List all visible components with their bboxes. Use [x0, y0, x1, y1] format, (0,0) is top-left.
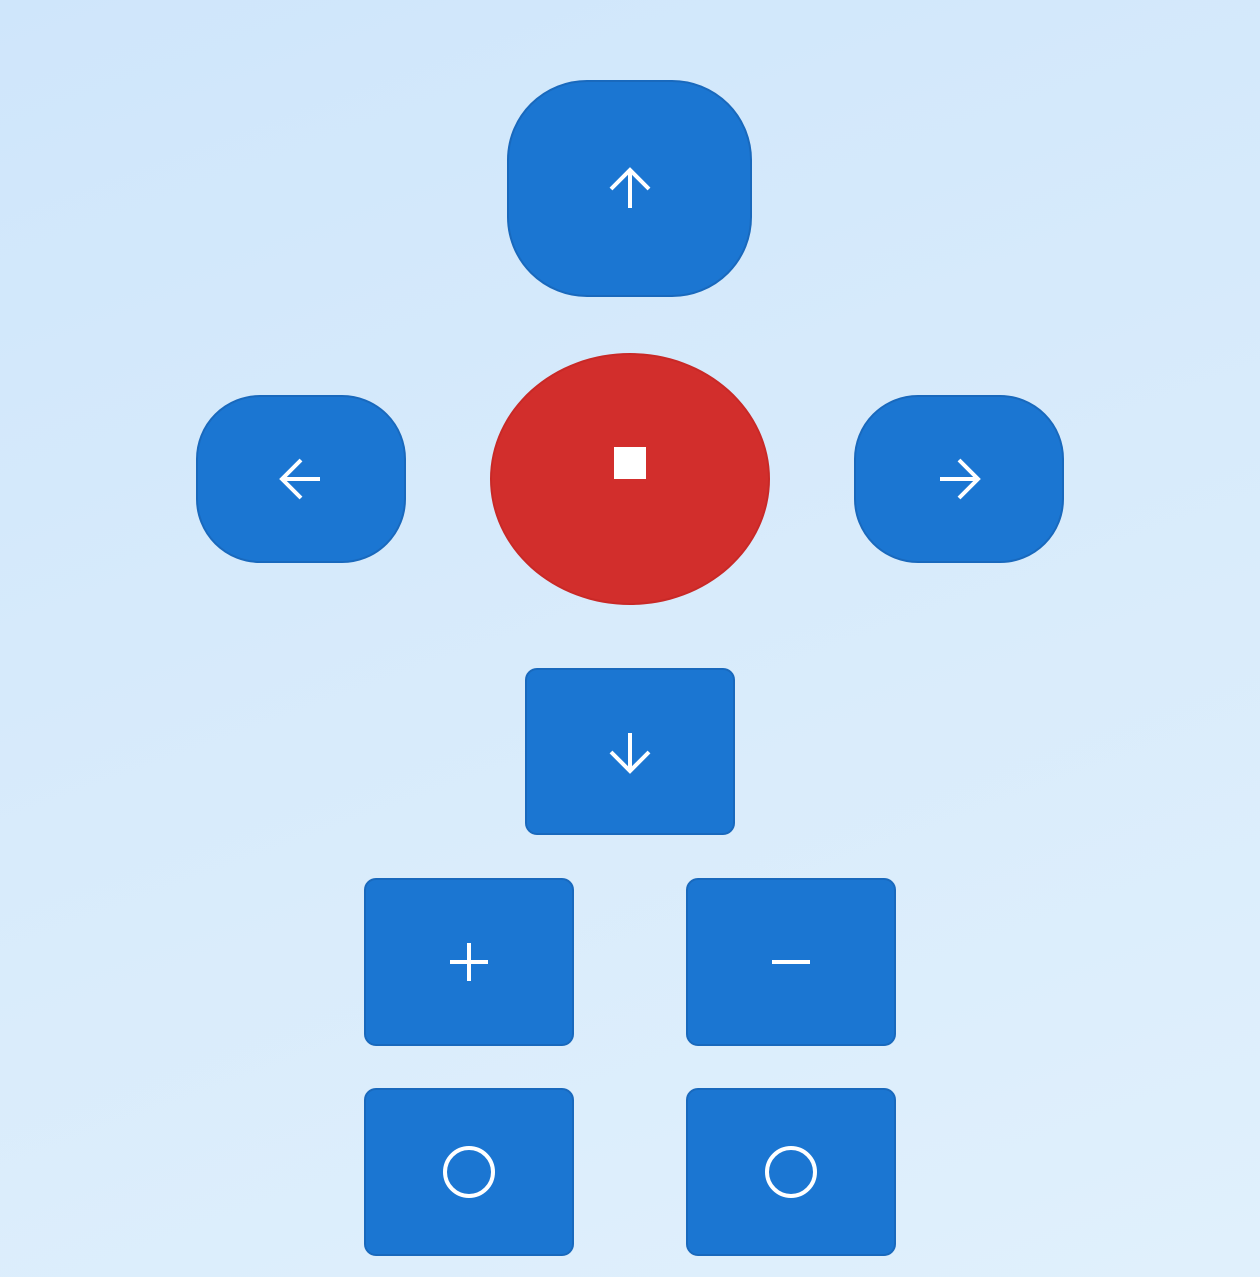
stop-button[interactable] — [490, 353, 770, 605]
circle-icon — [443, 1146, 495, 1198]
option-two-button[interactable] — [686, 1088, 896, 1256]
arrow-up-icon — [609, 166, 650, 208]
zoom-out-button[interactable] — [686, 878, 896, 1046]
arrow-right-icon — [940, 458, 981, 500]
zoom-in-button[interactable] — [364, 878, 574, 1046]
move-left-button[interactable] — [196, 395, 406, 563]
minus-icon — [772, 960, 810, 964]
option-one-button[interactable] — [364, 1088, 574, 1256]
move-down-button[interactable] — [525, 668, 735, 835]
plus-icon — [450, 943, 488, 981]
move-up-button[interactable] — [507, 80, 752, 297]
stop-square-icon — [614, 447, 646, 479]
circle-icon — [765, 1146, 817, 1198]
arrow-left-icon — [279, 458, 320, 500]
arrow-down-icon — [609, 732, 651, 774]
move-right-button[interactable] — [854, 395, 1064, 563]
